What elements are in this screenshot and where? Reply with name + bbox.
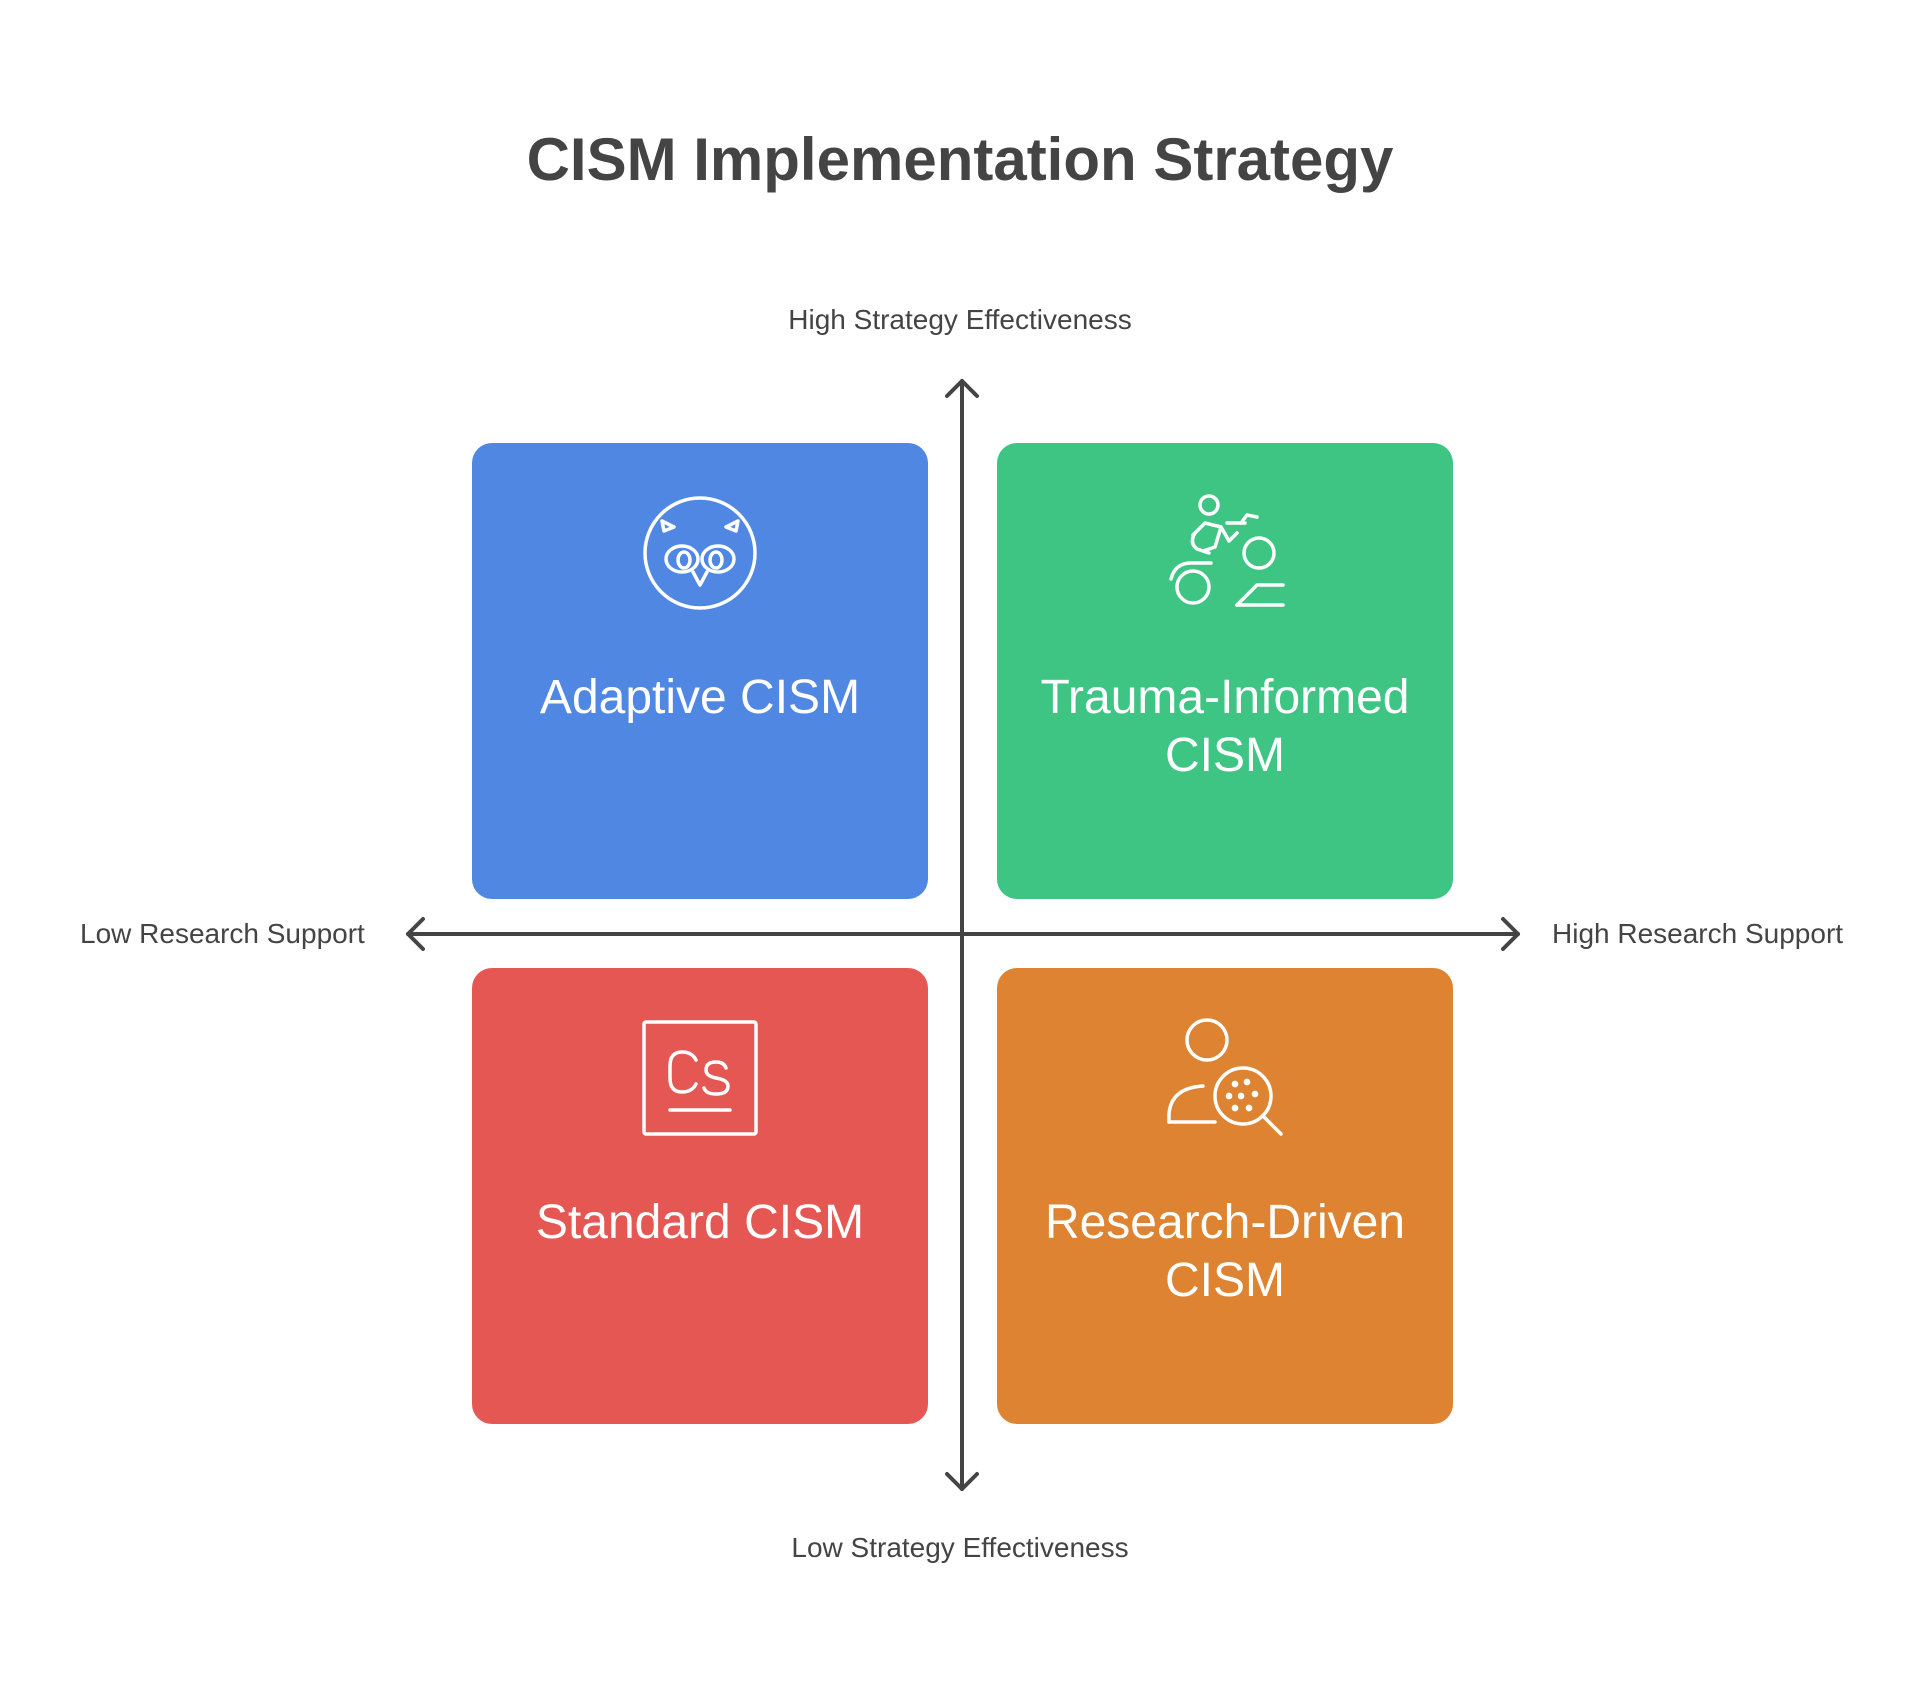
quadrant-trauma-informed-cism: Trauma-Informed CISM: [997, 443, 1453, 899]
motorcyclist-icon: [1169, 494, 1285, 607]
axis-label-top: High Strategy Effectiveness: [788, 304, 1132, 335]
quadrant-adaptive-cism: Adaptive CISM: [472, 443, 928, 899]
arrow-right-icon: [1501, 917, 1520, 951]
owl-icon: [643, 496, 757, 610]
arrow-left-icon: [406, 917, 425, 951]
cs-document-icon: [642, 1020, 758, 1136]
axis-label-left: Low Research Support: [80, 918, 365, 949]
quadrant-label: Standard CISM: [535, 1196, 865, 1249]
axis-label-right: High Research Support: [1552, 918, 1844, 949]
arrow-down-icon: [945, 1472, 979, 1491]
quadrant-research-driven-cism: Research-Driven CISM: [997, 968, 1453, 1424]
user-search-icon: [1167, 1018, 1283, 1136]
quadrant-label: Adaptive CISM: [539, 671, 861, 724]
page-title: CISM Implementation Strategy: [526, 126, 1394, 193]
quadrant-label: Trauma-Informed CISM: [1040, 671, 1410, 782]
arrow-up-icon: [945, 379, 979, 398]
quadrant-label: Research-Driven CISM: [1044, 1196, 1406, 1307]
axis-label-bottom: Low Strategy Effectiveness: [791, 1532, 1129, 1563]
quadrant-standard-cism: Standard CISM: [472, 968, 928, 1424]
